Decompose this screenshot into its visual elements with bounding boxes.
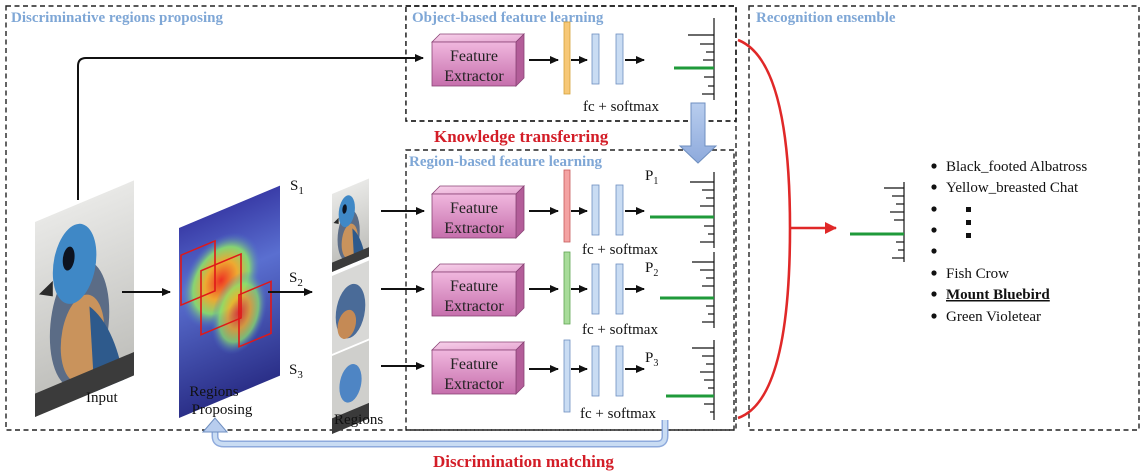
section-title-discriminative: Discriminative regions proposing bbox=[11, 10, 223, 26]
region3-feature-layer bbox=[563, 339, 571, 413]
ensemble-curve-bottom bbox=[737, 227, 792, 420]
region1-fc-layer-2 bbox=[615, 184, 624, 236]
region2-fc-label: fc + softmax bbox=[582, 322, 658, 338]
prob-label-2: P2 bbox=[645, 260, 658, 279]
input-to-object-arrow bbox=[77, 54, 424, 200]
scale-label-1: S1 bbox=[290, 178, 304, 197]
region3-fc-label: fc + softmax bbox=[580, 406, 656, 422]
feature-extractor-region-1: Feature Extractor bbox=[431, 185, 525, 239]
region1-feature-layer bbox=[563, 169, 571, 243]
object-feature-layer bbox=[563, 21, 571, 95]
bullet bbox=[931, 248, 937, 254]
region-crop-1 bbox=[332, 178, 369, 272]
ellipsis-dot bbox=[966, 207, 971, 212]
extractor-text-2: Extractor bbox=[444, 220, 504, 237]
feature-extractor-region-3: Feature Extractor bbox=[431, 341, 525, 395]
section-title-region: Region-based feature learning bbox=[409, 154, 603, 170]
feature-extractor-region-2: Feature Extractor bbox=[431, 263, 525, 317]
class-item-2: Yellow_breasted Chat bbox=[946, 180, 1079, 196]
section-title-object: Object-based feature learning bbox=[412, 10, 604, 26]
input-image bbox=[35, 180, 134, 417]
bullet bbox=[931, 270, 937, 276]
class-list: Black_footed Albatross Yellow_breasted C… bbox=[931, 159, 1087, 325]
extractor-text-1: Feature bbox=[450, 200, 498, 217]
bullet bbox=[931, 206, 937, 212]
region1-fc-layer-1 bbox=[591, 184, 600, 236]
region3-probability-histogram bbox=[666, 340, 715, 420]
ellipsis-dot bbox=[966, 233, 971, 238]
class-item-1: Black_footed Albatross bbox=[946, 159, 1087, 175]
region1-fc-label: fc + softmax bbox=[582, 242, 658, 258]
knowledge-transfer-arrow bbox=[678, 102, 718, 164]
knowledge-transferring-label: Knowledge transferring bbox=[434, 127, 609, 146]
class-item-5: Green Violetear bbox=[946, 309, 1041, 325]
discrimination-matching-arrow-inner bbox=[213, 420, 667, 446]
discrimination-matching-label: Discrimination matching bbox=[433, 452, 614, 471]
region-crop-3 bbox=[332, 340, 370, 434]
input-label: Input bbox=[86, 390, 118, 406]
regions-label: Regions bbox=[334, 412, 383, 428]
ensemble-curve-top bbox=[737, 38, 792, 229]
extractor-text-1: Feature bbox=[450, 356, 498, 373]
ensemble-frame bbox=[748, 5, 1140, 431]
discriminative-frame bbox=[5, 5, 737, 431]
extractor-text-2: Extractor bbox=[444, 298, 504, 315]
bullet bbox=[931, 313, 937, 319]
class-item-3: Fish Crow bbox=[946, 266, 1009, 282]
feature-extractor-object: Feature Extractor bbox=[431, 33, 525, 87]
discrimination-matching-arrow bbox=[211, 420, 669, 448]
bullet bbox=[931, 184, 937, 190]
region-crop-2 bbox=[332, 260, 370, 354]
ellipsis-dot bbox=[966, 220, 971, 225]
object-fc-layer-1 bbox=[591, 33, 600, 85]
extractor-text-2: Extractor bbox=[444, 376, 504, 393]
region2-fc-layer-1 bbox=[591, 263, 600, 315]
region2-fc-layer-2 bbox=[615, 263, 624, 315]
regions-proposing-label-1: Regions bbox=[189, 384, 238, 400]
discrimination-arrowhead bbox=[201, 417, 229, 433]
regions-proposing-label-2: Proposing bbox=[192, 402, 253, 418]
scale-label-2: S2 bbox=[289, 270, 303, 289]
object-fc-label: fc + softmax bbox=[583, 99, 659, 115]
prob-label-1: P1 bbox=[645, 168, 658, 187]
extractor-text-1: Feature bbox=[450, 48, 498, 65]
region3-fc-layer-1 bbox=[591, 345, 600, 397]
bullet bbox=[931, 291, 937, 297]
section-title-ensemble: Recognition ensemble bbox=[756, 10, 896, 26]
region2-probability-histogram bbox=[660, 252, 715, 328]
extractor-text-2: Extractor bbox=[444, 68, 504, 85]
object-fc-layer-2 bbox=[615, 33, 624, 85]
object-frame-border bbox=[405, 5, 737, 122]
region1-probability-histogram bbox=[650, 172, 715, 248]
scale-label-3: S3 bbox=[289, 362, 303, 381]
object-probability-histogram bbox=[674, 18, 715, 100]
prob-label-3: P3 bbox=[645, 350, 658, 369]
bullet bbox=[931, 227, 937, 233]
heatmap-image bbox=[179, 185, 280, 418]
bullet bbox=[931, 163, 937, 169]
final-probability-histogram bbox=[850, 182, 905, 262]
region2-feature-layer bbox=[563, 251, 571, 325]
region3-fc-layer-2 bbox=[615, 345, 624, 397]
extractor-text-1: Feature bbox=[450, 278, 498, 295]
class-item-highlight: Mount Bluebird bbox=[946, 287, 1050, 303]
